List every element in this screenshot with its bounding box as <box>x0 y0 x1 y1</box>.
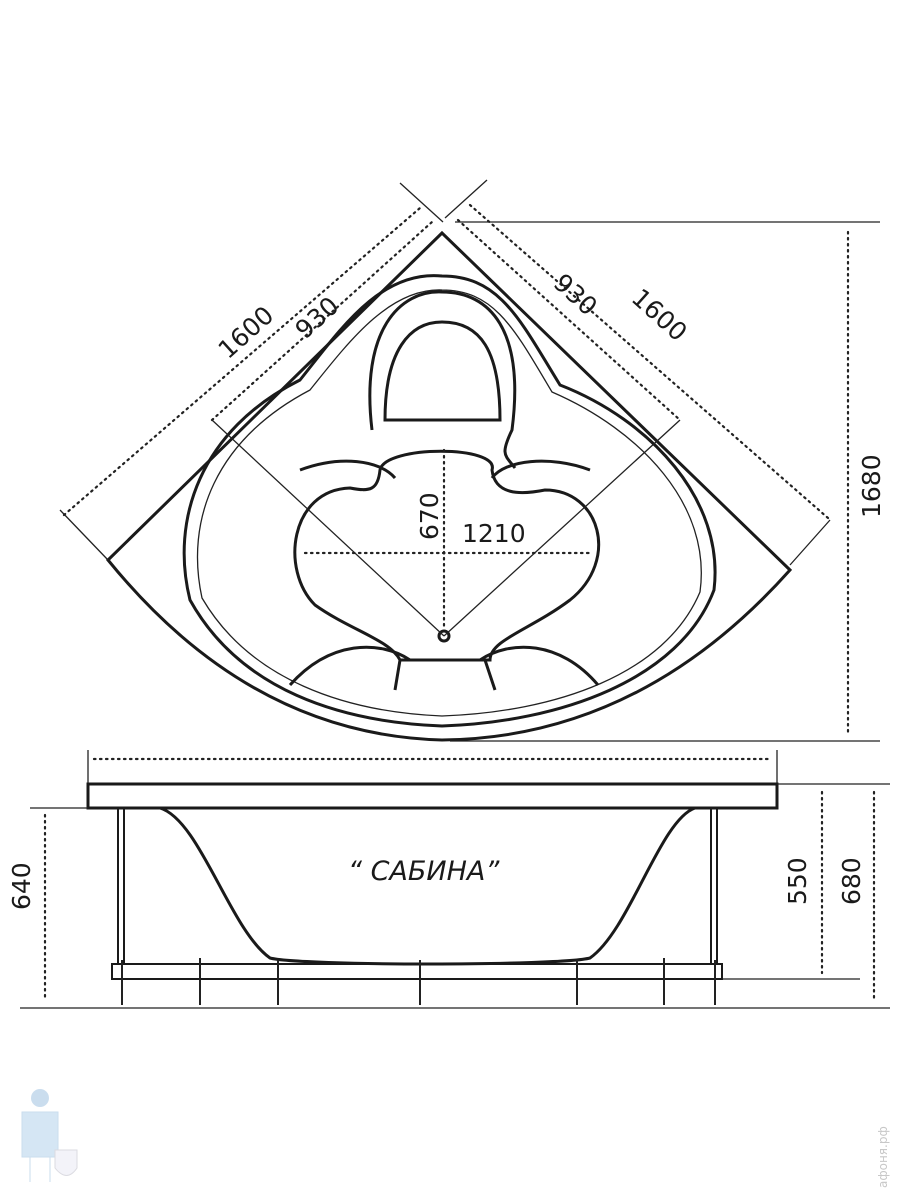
outer-contour <box>105 230 793 742</box>
dim-line-left-inner <box>210 220 434 422</box>
dim-bowl-depth: 670 <box>415 492 444 540</box>
rim-inner-contour-2 <box>196 289 702 717</box>
model-name: “ САБИНА” <box>348 856 500 887</box>
dim-left-outer: 1600 <box>213 300 280 364</box>
dim-height-total: 680 <box>837 857 866 905</box>
dim-depth-total: 1680 <box>857 454 886 518</box>
headrest <box>368 290 517 469</box>
watermark-text: афоня.рф <box>876 1126 890 1188</box>
plumber-logo <box>21 1089 78 1182</box>
dim-right-outer: 1600 <box>626 283 693 347</box>
rim-inner-contour <box>182 274 717 728</box>
dim-height-left: 640 <box>7 862 36 910</box>
dim-line-left-outer <box>62 206 422 517</box>
support-legs <box>121 958 716 1005</box>
dim-right-inner: 930 <box>548 268 603 321</box>
rim <box>86 782 779 810</box>
armrest-right <box>479 459 600 691</box>
dim-bowl-width: 1210 <box>462 519 526 548</box>
top-view: 1600 930 930 1600 1680 670 1210 <box>59 179 886 742</box>
drain-icon <box>437 629 451 643</box>
armrest-left <box>288 459 411 691</box>
side-view: 640 550 680 “ САБИНА” <box>7 750 890 1009</box>
dim-line-right-outer <box>468 203 830 520</box>
bowl <box>293 449 600 662</box>
frame-bar <box>111 963 723 980</box>
dim-height-inner: 550 <box>783 857 812 905</box>
dim-line-right-inner <box>456 218 682 422</box>
